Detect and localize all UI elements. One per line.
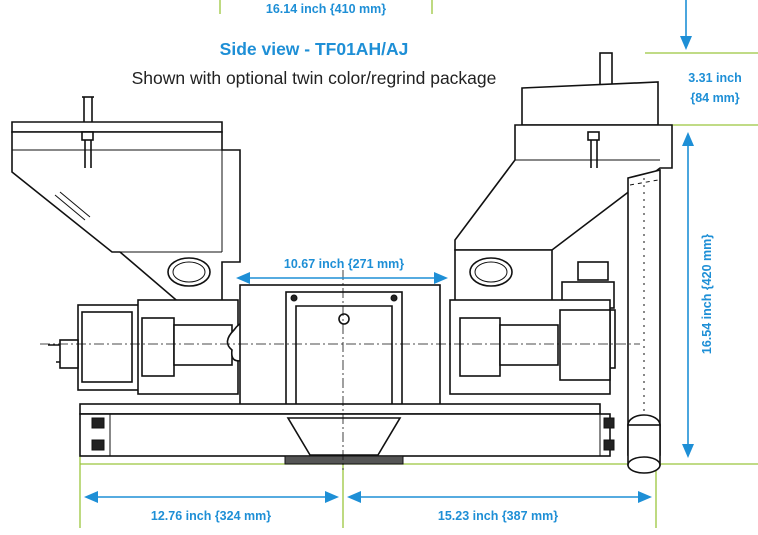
center-throat <box>239 284 441 419</box>
height-label: 16.54 inch {420 mm} <box>700 234 714 354</box>
right-feeder-motor <box>449 299 611 395</box>
right-hopper <box>454 52 673 369</box>
base-frame <box>79 403 615 465</box>
regrind-tube <box>627 168 661 474</box>
right-base-dimension: 15.23 inch {387 mm} <box>347 491 652 523</box>
left-hopper <box>11 96 241 306</box>
center-width-dimension: 10.67 inch {271 mm} <box>236 257 448 284</box>
top-add-height-label-2: {84 mm} <box>690 91 739 105</box>
height-dimension: 16.54 inch {420 mm} <box>682 132 714 458</box>
page-title: Side view - TF01AH/AJ <box>220 39 409 59</box>
left-base-label: 12.76 inch {324 mm} <box>151 509 271 523</box>
left-feeder-motor <box>48 299 266 395</box>
page-subtitle: Shown with optional twin color/regrind p… <box>132 68 497 88</box>
left-base-dimension: 12.76 inch {324 mm} <box>84 491 339 523</box>
top-add-height-dimension: 3.31 inch {84 mm} <box>680 0 742 105</box>
center-width-label: 10.67 inch {271 mm} <box>284 257 404 271</box>
right-base-label: 15.23 inch {387 mm} <box>438 509 558 523</box>
top-width-dimension: 16.14 inch {410 mm} <box>266 2 386 16</box>
top-add-height-label-1: 3.31 inch <box>688 71 742 85</box>
